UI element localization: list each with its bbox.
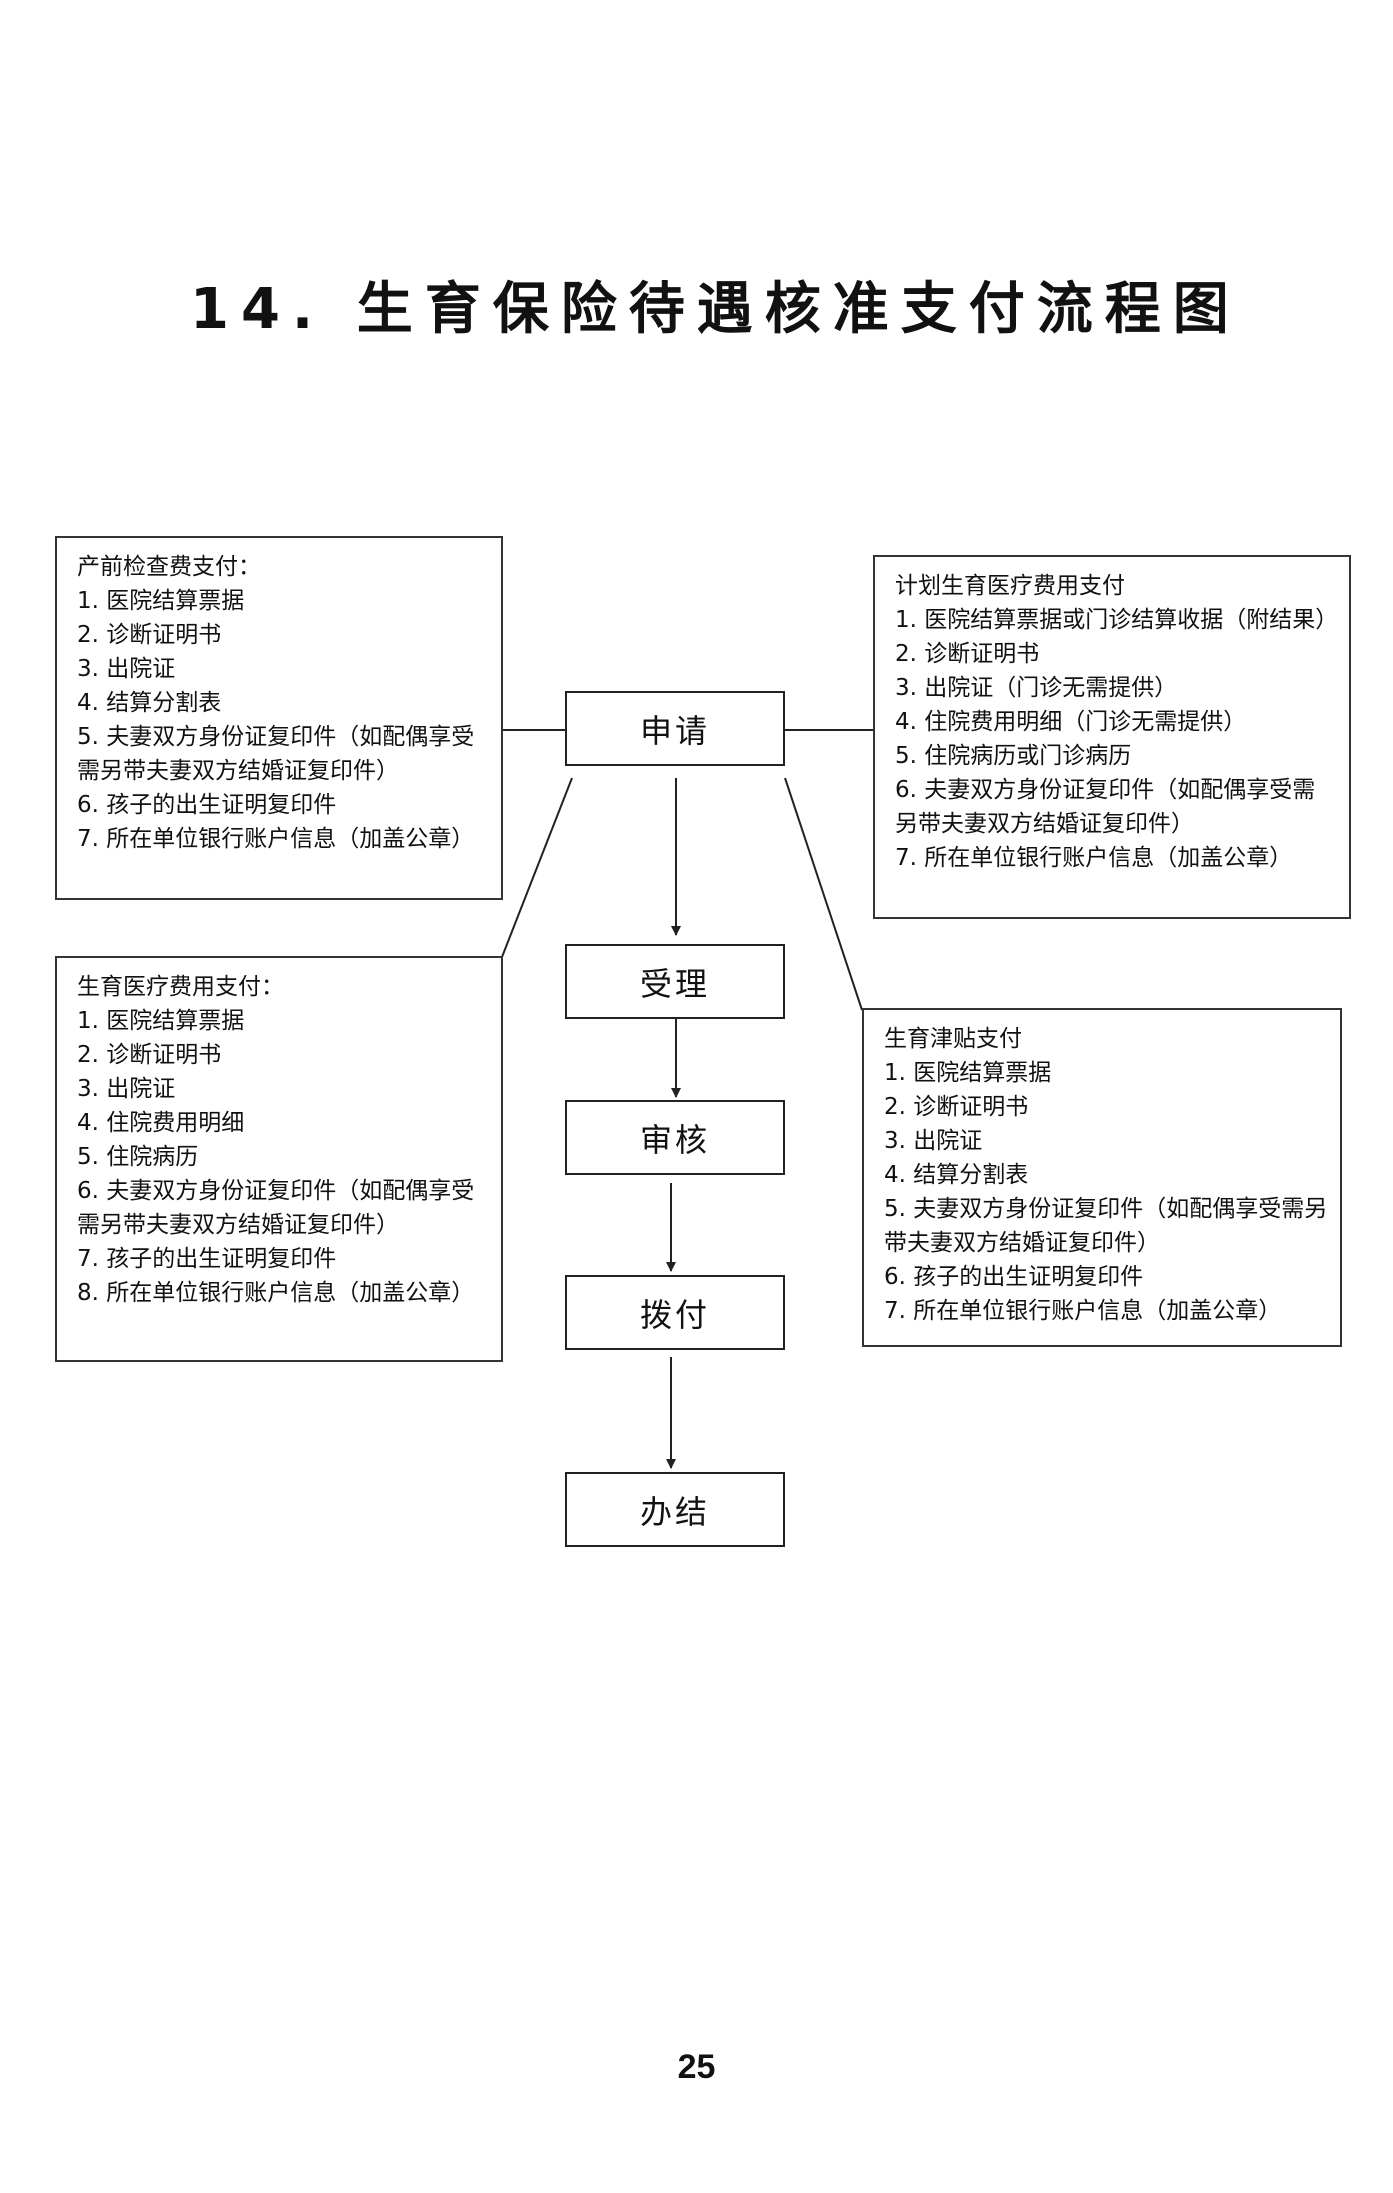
- page-title: 14. 生育保险待遇核准支付流程图: [190, 277, 1241, 342]
- step-apply: 申请: [565, 691, 785, 766]
- family-planning-heading: 计划生育医疗费用支付: [895, 573, 1125, 599]
- maternity-allowance-item: 4. 结算分割表: [884, 1162, 1029, 1188]
- maternity-medical-item: 8. 所在单位银行账户信息（加盖公章）: [77, 1280, 475, 1306]
- maternity-medical-item: 1. 医院结算票据: [77, 1008, 245, 1034]
- maternity-medical-item: 4. 住院费用明细: [77, 1110, 245, 1136]
- family-planning-item: 1. 医院结算票据或门诊结算收据（附结果）: [895, 607, 1339, 633]
- maternity-allowance-requirements-box: 生育津贴支付 1. 医院结算票据 2. 诊断证明书 3. 出院证 4. 结算分割…: [862, 1008, 1342, 1347]
- family-planning-requirements-box: 计划生育医疗费用支付 1. 医院结算票据或门诊结算收据（附结果） 2. 诊断证明…: [873, 555, 1351, 919]
- maternity-medical-item: 7. 孩子的出生证明复印件: [77, 1246, 337, 1272]
- prenatal-item: 6. 孩子的出生证明复印件: [77, 792, 337, 818]
- maternity-allowance-item: 6. 孩子的出生证明复印件: [884, 1264, 1144, 1290]
- maternity-allowance-item: 3. 出院证: [884, 1128, 983, 1154]
- maternity-medical-heading: 生育医疗费用支付：: [77, 974, 284, 1000]
- page-number: 25: [677, 2048, 716, 2086]
- maternity-allowance-item: 5. 夫妻双方身份证复印件（如配偶享受需另带夫妻双方结婚证复印件）: [884, 1196, 1328, 1256]
- maternity-medical-item: 5. 住院病历: [77, 1144, 199, 1170]
- prenatal-item: 2. 诊断证明书: [77, 622, 222, 648]
- maternity-allowance-heading: 生育津贴支付: [884, 1026, 1022, 1052]
- prenatal-item: 3. 出院证: [77, 656, 176, 682]
- prenatal-item: 7. 所在单位银行账户信息（加盖公章）: [77, 826, 475, 852]
- step-complete: 办结: [565, 1472, 785, 1547]
- maternity-medical-requirements-box: 生育医疗费用支付： 1. 医院结算票据 2. 诊断证明书 3. 出院证 4. 住…: [55, 956, 503, 1362]
- maternity-medical-item: 6. 夫妻双方身份证复印件（如配偶享受需另带夫妻双方结婚证复印件）: [77, 1178, 475, 1238]
- maternity-medical-item: 3. 出院证: [77, 1076, 176, 1102]
- connector-apply-maternity-medical: [501, 777, 573, 958]
- family-planning-item: 5. 住院病历或门诊病历: [895, 743, 1132, 769]
- maternity-medical-item: 2. 诊断证明书: [77, 1042, 222, 1068]
- prenatal-item: 5. 夫妻双方身份证复印件（如配偶享受需另带夫妻双方结婚证复印件）: [77, 724, 475, 784]
- step-pay: 拨付: [565, 1275, 785, 1350]
- prenatal-item: 1. 医院结算票据: [77, 588, 245, 614]
- family-planning-item: 6. 夫妻双方身份证复印件（如配偶享受需另带夫妻双方结婚证复印件）: [895, 777, 1316, 837]
- prenatal-item: 4. 结算分割表: [77, 690, 222, 716]
- prenatal-requirements-box: 产前检查费支付： 1. 医院结算票据 2. 诊断证明书 3. 出院证 4. 结算…: [55, 536, 503, 900]
- family-planning-item: 4. 住院费用明细（门诊无需提供）: [895, 709, 1247, 735]
- family-planning-item: 3. 出院证（门诊无需提供）: [895, 675, 1178, 701]
- step-accept: 受理: [565, 944, 785, 1019]
- family-planning-item: 2. 诊断证明书: [895, 641, 1040, 667]
- step-review: 审核: [565, 1100, 785, 1175]
- family-planning-item: 7. 所在单位银行账户信息（加盖公章）: [895, 845, 1293, 871]
- maternity-allowance-item: 2. 诊断证明书: [884, 1094, 1029, 1120]
- maternity-allowance-item: 7. 所在单位银行账户信息（加盖公章）: [884, 1298, 1282, 1324]
- maternity-allowance-item: 1. 医院结算票据: [884, 1060, 1052, 1086]
- prenatal-heading: 产前检查费支付：: [77, 554, 261, 580]
- connector-apply-maternity-allowance: [784, 777, 863, 1011]
